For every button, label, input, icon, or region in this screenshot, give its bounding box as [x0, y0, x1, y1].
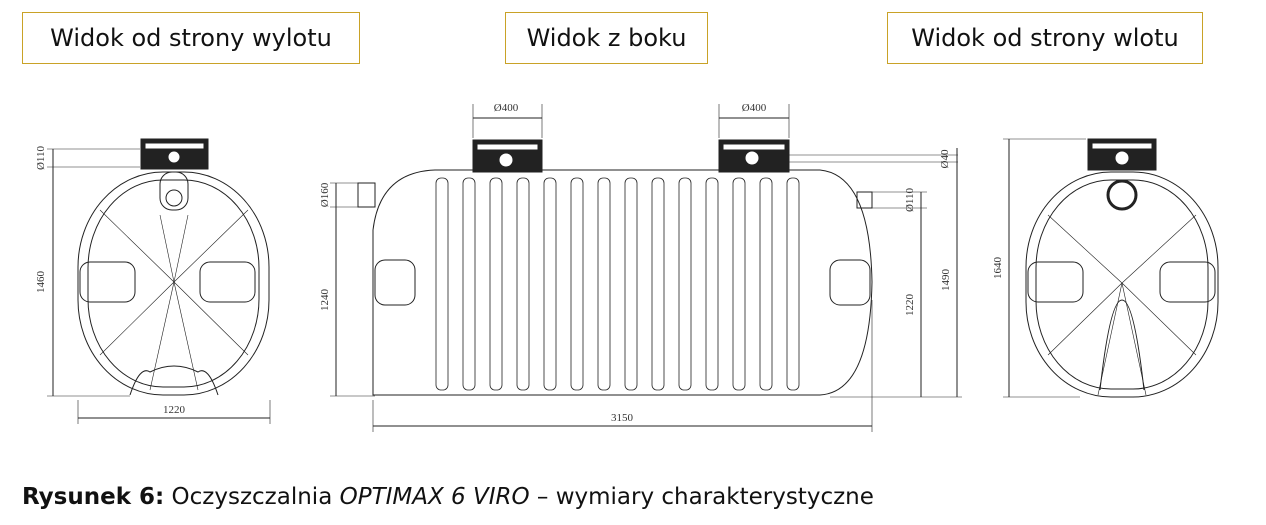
caption-suffix: – wymiary charakterystyczne	[529, 484, 874, 510]
inlet-view-drawing: 1640	[992, 138, 1219, 398]
dim-left-width: 1220	[163, 404, 186, 416]
tank-rib	[489, 177, 503, 391]
tank-rib	[516, 177, 530, 391]
tank-rib	[678, 177, 692, 391]
tank-rib	[624, 177, 638, 391]
dim-outlet-pipe: Ø110	[904, 187, 916, 212]
side-view-drawing: Ø400 Ø400 Ø160 1240 3150 Ø40 Ø110 1220 1…	[319, 102, 962, 432]
technical-drawing: Ø110 1460 1220 Ø40	[35, 102, 1219, 432]
side-view-label: Widok z boku	[505, 12, 708, 64]
tank-rib	[759, 177, 773, 391]
tank-rib	[570, 177, 584, 391]
dim-right-height: 1640	[992, 257, 1004, 280]
tank-rib	[705, 177, 719, 391]
tank-rib	[435, 177, 449, 391]
dim-length: 3150	[611, 412, 634, 424]
figure-caption: Rysunek 6: Oczyszczalnia OPTIMAX 6 VIRO …	[22, 484, 874, 510]
caption-product: OPTIMAX 6 VIRO	[339, 484, 530, 510]
outlet-view-drawing: Ø110 1460 1220	[35, 138, 271, 424]
tank-rib	[543, 177, 557, 391]
tank-rib	[651, 177, 665, 391]
dim-left-height: 1460	[35, 271, 47, 294]
tank-rib	[732, 177, 746, 391]
dim-lid1: Ø400	[494, 102, 519, 114]
tank-rib	[462, 177, 476, 391]
tank-rib	[786, 177, 800, 391]
tank-rib	[597, 177, 611, 391]
dim-inlet-pipe: Ø160	[319, 182, 331, 207]
caption-label: Rysunek 6:	[22, 484, 165, 510]
inlet-view-label: Widok od strony wlotu	[887, 12, 1203, 64]
dim-left-pipe: Ø110	[35, 145, 47, 170]
outlet-view-label: Widok od strony wylotu	[22, 12, 360, 64]
dim-vent-pipe: Ø40	[939, 149, 951, 168]
caption-text: Oczyszczalnia	[164, 484, 340, 510]
dim-outlet-height: 1220	[904, 294, 916, 317]
dim-inlet-height: 1240	[319, 289, 331, 312]
dim-lid2: Ø400	[742, 102, 767, 114]
dim-total-height: 1490	[940, 269, 952, 292]
